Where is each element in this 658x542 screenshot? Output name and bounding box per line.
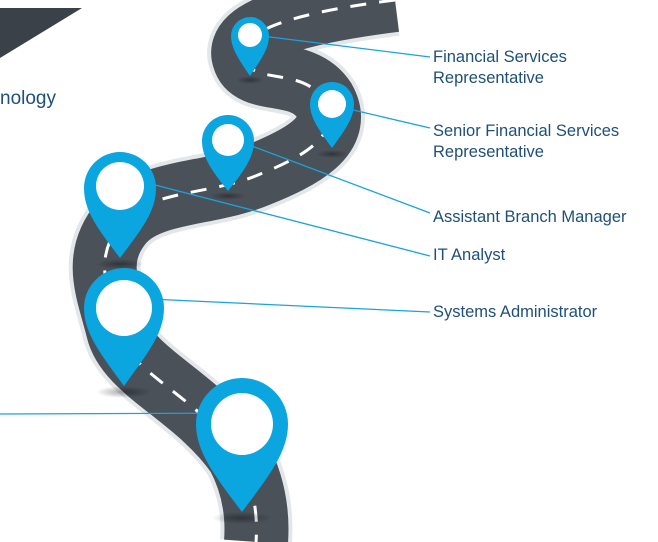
milestone-pin-6 [196, 378, 288, 524]
leader-line-3 [235, 139, 431, 214]
milestone-label-1: Financial Services Representative [433, 48, 567, 87]
milestone-label-2: Senior Financial Services Representative [433, 122, 620, 161]
leader-line-4 [127, 177, 431, 257]
milestone-pin-3 [202, 115, 254, 200]
milestone-label-5: Systems Administrator [433, 303, 598, 321]
milestone-pin-1 [231, 17, 269, 84]
milestone-pin-2 [310, 82, 354, 158]
milestone-label-3: Assistant Branch Manager [433, 208, 627, 226]
corner-tab-label: nology [0, 88, 56, 109]
map-pins [83, 17, 354, 524]
milestone-pin-5 [83, 267, 164, 398]
corner-tab-shape [0, 8, 82, 58]
milestone-label-4: IT Analyst [433, 246, 506, 264]
milestone-pin-4 [84, 152, 156, 269]
leader-lines [0, 35, 431, 415]
leader-line-5 [127, 297, 431, 313]
leader-line-1 [261, 35, 431, 58]
